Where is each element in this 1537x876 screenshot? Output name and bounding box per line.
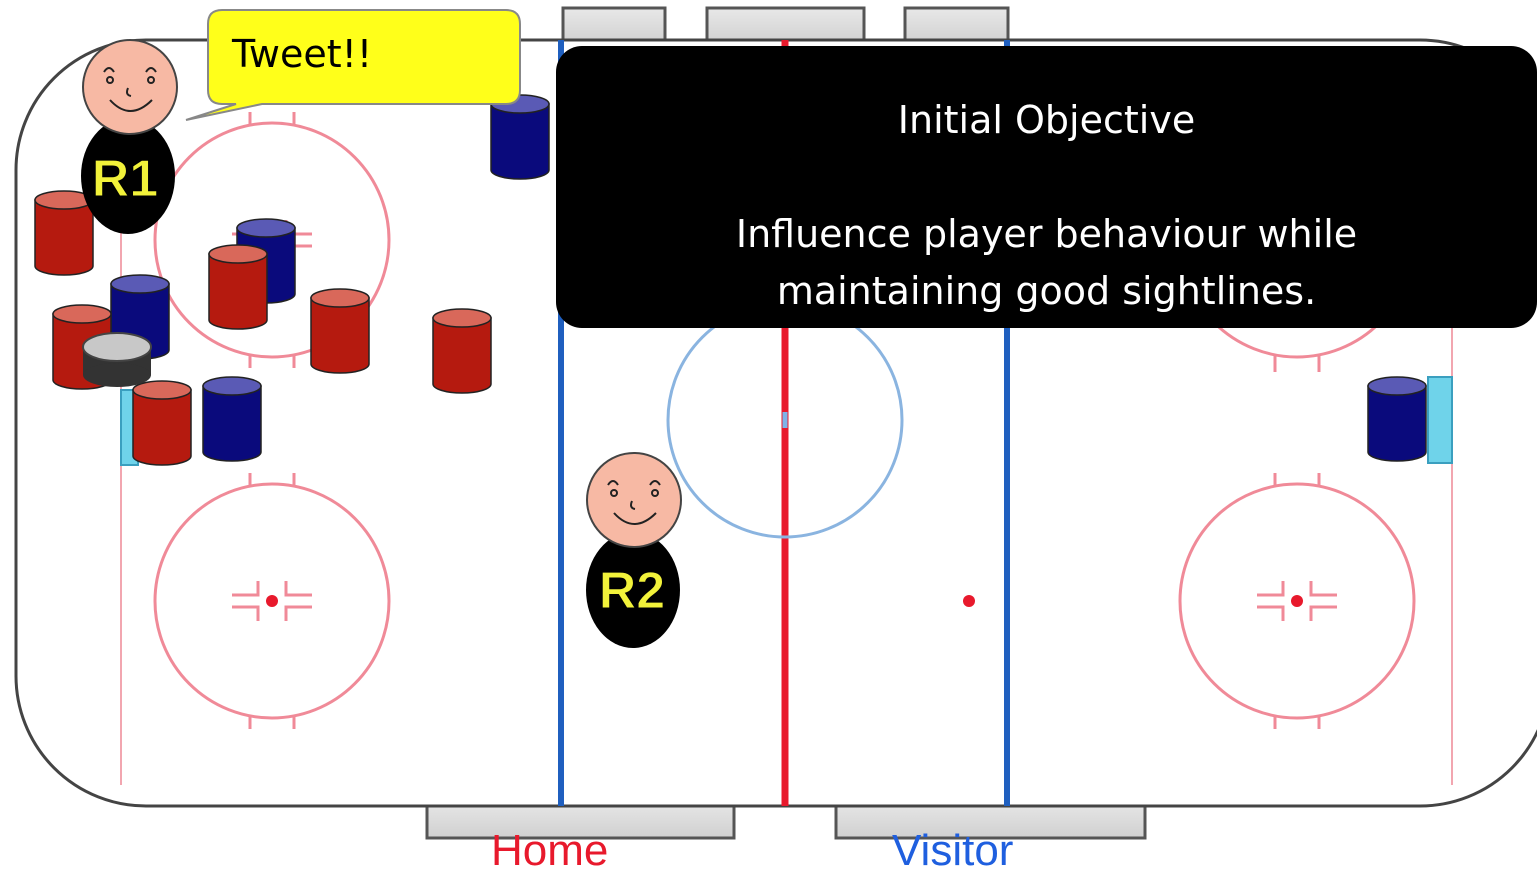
puck — [82, 332, 152, 387]
top-benches — [561, 6, 1010, 46]
referee-r1-face-icon — [82, 39, 178, 135]
goal-crease-right — [1427, 376, 1453, 464]
faceoff-dot-bottom-right — [1291, 595, 1303, 607]
objective-body: Influence player behaviour while maintai… — [556, 206, 1537, 320]
referee-r1 — [81, 39, 178, 234]
visitor-player-10 — [1367, 376, 1427, 462]
home-player-5 — [310, 288, 370, 374]
faceoff-dot-bottom-left — [266, 595, 278, 607]
referee-r2-face-icon — [586, 452, 682, 548]
speech-bubble-text: Tweet!! — [232, 32, 373, 76]
speech-bubble — [185, 9, 521, 121]
players — [34, 94, 1427, 466]
visitor-player-9 — [202, 376, 262, 462]
visitor-bench-label: Visitor — [892, 826, 1014, 875]
home-bench-label: Home — [491, 826, 609, 875]
neutral-zone-dot — [963, 595, 975, 607]
referee-r2 — [586, 452, 682, 648]
home-player-7 — [432, 308, 492, 394]
objective-line-1: Influence player behaviour while — [735, 212, 1358, 256]
home-player-1 — [34, 190, 94, 276]
objective-title: Initial Objective — [897, 98, 1196, 142]
objective-line-2: maintaining good sightlines. — [776, 269, 1317, 313]
visitor-player-0 — [490, 94, 550, 180]
home-player-3 — [208, 244, 268, 330]
referee-r1-label: R1 — [92, 150, 158, 208]
referee-r2-label: R2 — [599, 562, 665, 620]
faceoff-circle-bottom-left — [153, 473, 391, 729]
objective-box: Initial Objective Influence player behav… — [556, 46, 1537, 328]
home-player-8 — [132, 380, 192, 466]
faceoff-circle-bottom-right — [1178, 473, 1416, 729]
